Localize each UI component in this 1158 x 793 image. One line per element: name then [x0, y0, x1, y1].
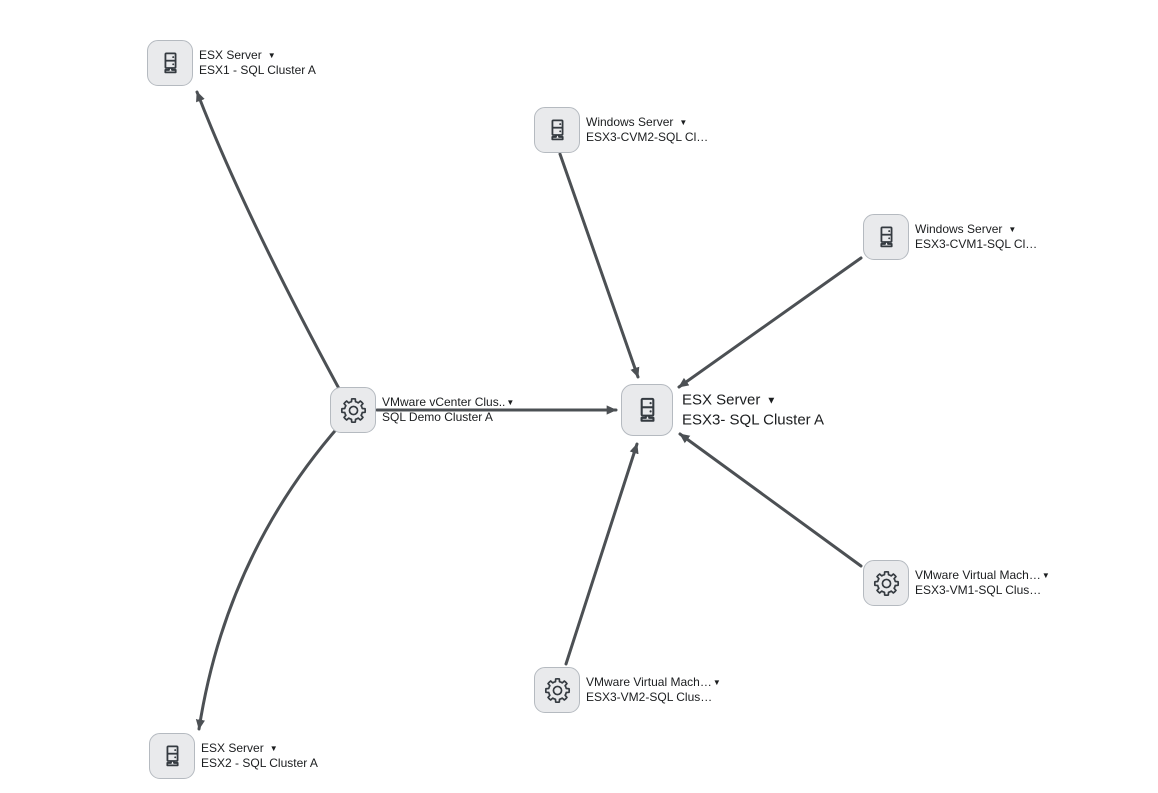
chevron-down-icon[interactable]: ▼ — [679, 118, 688, 127]
gear-icon[interactable] — [330, 387, 376, 433]
chevron-down-icon[interactable]: ▼ — [267, 51, 276, 60]
node-name-label: ESX2 - SQL Cluster A — [201, 756, 318, 770]
server-icon[interactable] — [149, 733, 195, 779]
node-type-label: ESX Server▼ — [682, 391, 777, 409]
node-label: ESX Server▼ ESX3- SQL Cluster A — [682, 391, 824, 430]
node-type-label: Windows Server▼ — [586, 115, 688, 129]
node-label: ESX Server▼ ESX1 - SQL Cluster A — [199, 48, 316, 78]
gear-icon[interactable] — [863, 560, 909, 606]
node-name-label: ESX3-VM1-SQL Clus… — [915, 583, 1042, 597]
node-cvm2[interactable]: Windows Server▼ ESX3-CVM2-SQL Cl… — [534, 107, 708, 153]
node-label: VMware Virtual Mach…▼ ESX3-VM1-SQL Clus… — [915, 568, 1050, 598]
node-type-label: VMware Virtual Mach…▼ — [915, 568, 1050, 582]
node-vm2[interactable]: VMware Virtual Mach…▼ ESX3-VM2-SQL Clus… — [534, 667, 721, 713]
server-icon[interactable] — [147, 40, 193, 86]
node-type-label: Windows Server▼ — [915, 222, 1017, 236]
node-label: VMware Virtual Mach…▼ ESX3-VM2-SQL Clus… — [586, 675, 721, 705]
node-vm1[interactable]: VMware Virtual Mach…▼ ESX3-VM1-SQL Clus… — [863, 560, 1050, 606]
node-type-label: ESX Server▼ — [199, 48, 276, 62]
node-type-label: VMware Virtual Mach…▼ — [586, 675, 721, 689]
chevron-down-icon[interactable]: ▼ — [712, 678, 721, 687]
edge-vm1-esx3 — [678, 432, 863, 568]
chevron-down-icon[interactable]: ▼ — [1041, 571, 1050, 580]
node-name-label: ESX1 - SQL Cluster A — [199, 63, 316, 77]
node-name-label: ESX3-VM2-SQL Clus… — [586, 690, 713, 704]
chevron-down-icon[interactable]: ▼ — [1008, 225, 1017, 234]
edge-vcenter-esx1 — [195, 90, 345, 398]
node-label: ESX Server▼ ESX2 - SQL Cluster A — [201, 741, 318, 771]
server-icon[interactable] — [863, 214, 909, 260]
node-type-label: VMware vCenter Clus..▼ — [382, 395, 515, 409]
node-cvm1[interactable]: Windows Server▼ ESX3-CVM1-SQL Cl… — [863, 214, 1037, 260]
edge-vm2-esx3 — [564, 442, 639, 666]
node-vcenter-cluster[interactable]: VMware vCenter Clus..▼ SQL Demo Cluster … — [330, 387, 514, 433]
node-esx2[interactable]: ESX Server▼ ESX2 - SQL Cluster A — [149, 733, 318, 779]
node-name-label: ESX3- SQL Cluster A — [682, 411, 825, 429]
chevron-down-icon[interactable]: ▼ — [269, 744, 278, 753]
node-label: Windows Server▼ ESX3-CVM2-SQL Cl… — [586, 115, 708, 145]
node-esx3[interactable]: ESX Server▼ ESX3- SQL Cluster A — [621, 384, 824, 436]
node-label: Windows Server▼ ESX3-CVM1-SQL Cl… — [915, 222, 1037, 252]
node-esx1[interactable]: ESX Server▼ ESX1 - SQL Cluster A — [147, 40, 316, 86]
server-icon[interactable] — [621, 384, 673, 436]
chevron-down-icon[interactable]: ▼ — [766, 395, 777, 407]
edge-vcenter-esx2 — [195, 423, 342, 731]
node-name-label: ESX3-CVM1-SQL Cl… — [915, 237, 1038, 251]
gear-icon[interactable] — [534, 667, 580, 713]
node-label: VMware vCenter Clus..▼ SQL Demo Cluster … — [382, 395, 514, 425]
node-name-label: SQL Demo Cluster A — [382, 410, 493, 424]
edge-cvm2-esx3 — [558, 152, 640, 379]
server-icon[interactable] — [534, 107, 580, 153]
node-name-label: ESX3-CVM2-SQL Cl… — [586, 130, 709, 144]
chevron-down-icon[interactable]: ▼ — [506, 398, 515, 407]
edge-cvm1-esx3 — [677, 256, 863, 389]
node-type-label: ESX Server▼ — [201, 741, 278, 755]
